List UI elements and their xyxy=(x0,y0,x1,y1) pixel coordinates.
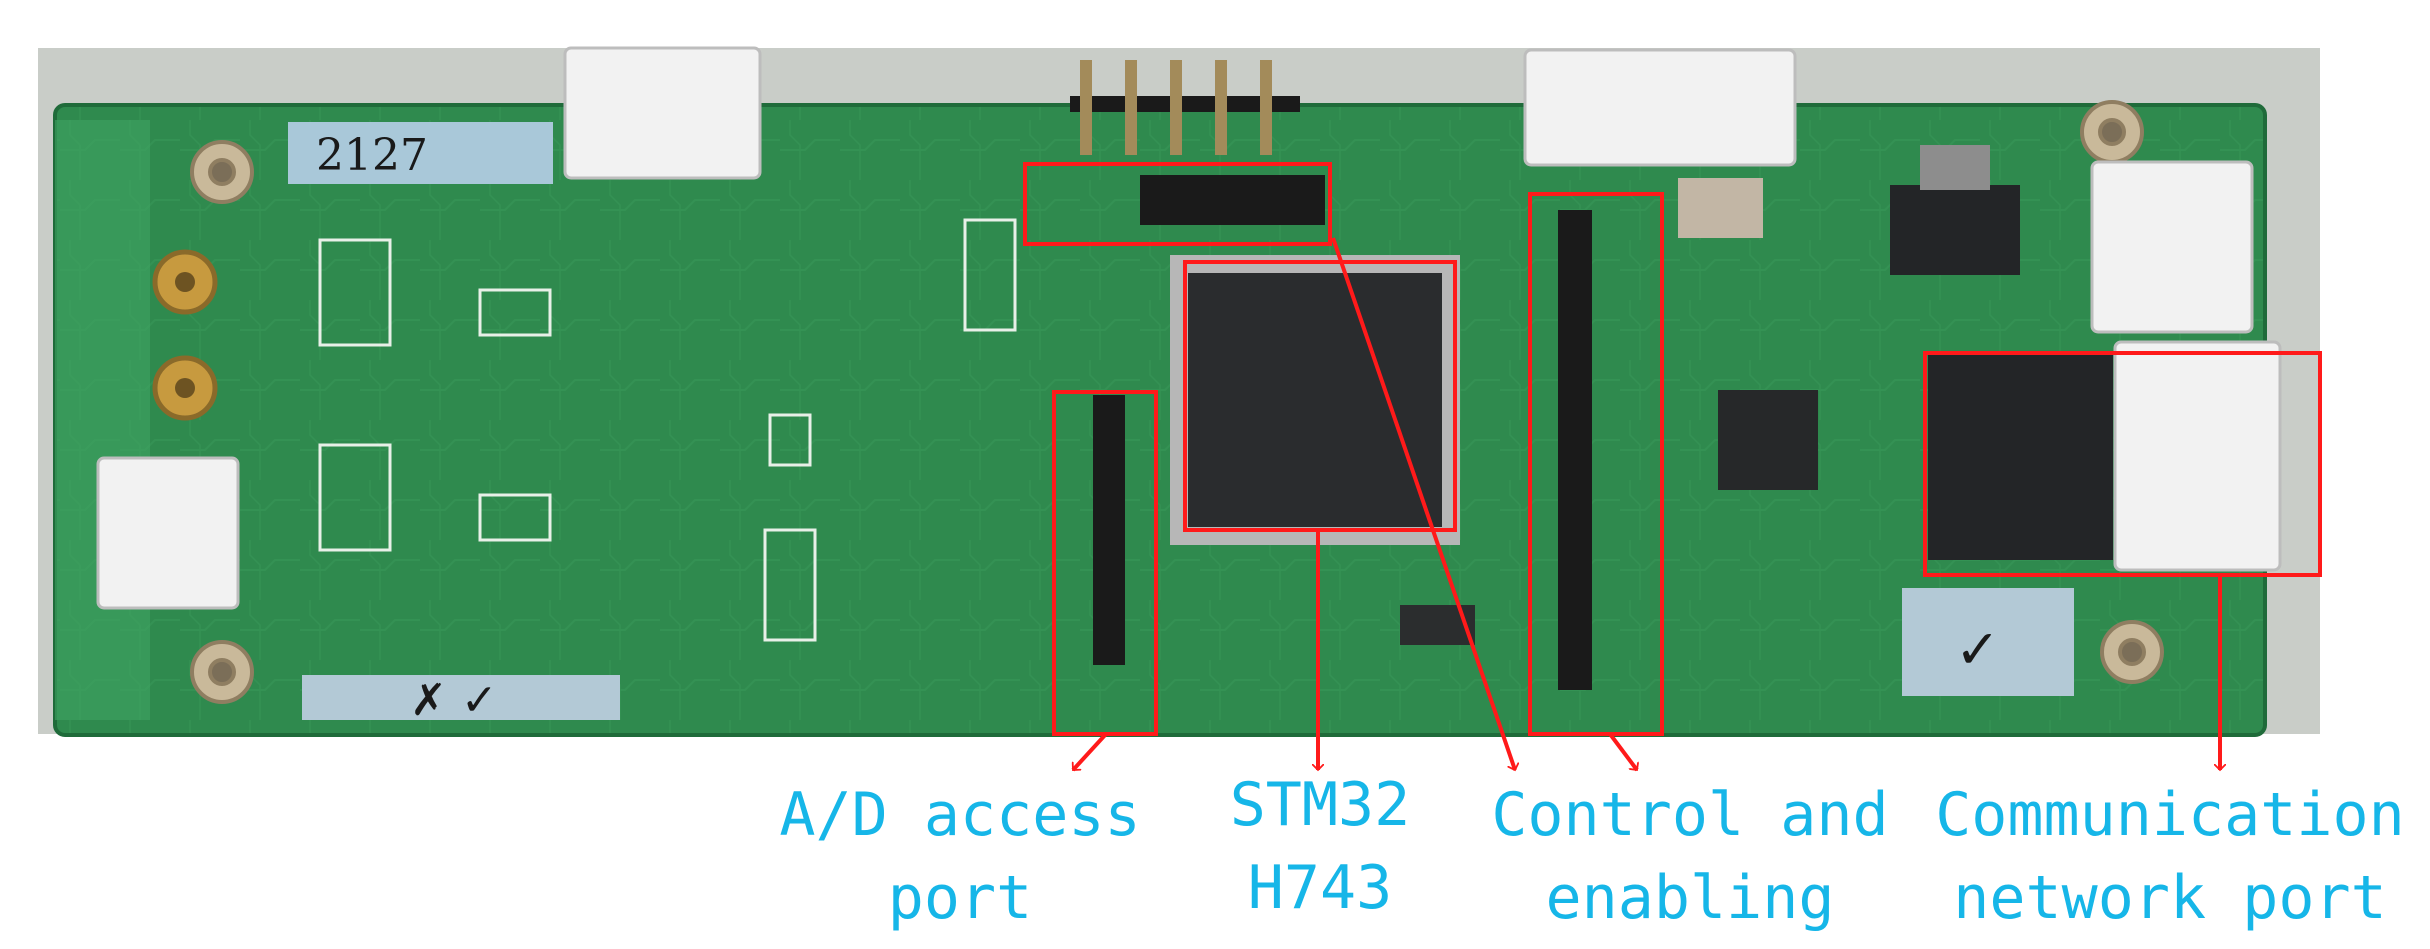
callout-box-comm xyxy=(1923,351,2322,577)
stm32-chip xyxy=(1170,255,1460,545)
label-control-line1: Control and xyxy=(1491,780,1888,850)
arrow-control xyxy=(1608,732,1637,772)
pcb-board xyxy=(53,103,2267,737)
sticker-top-text: 2127 xyxy=(316,130,428,181)
sticker-right-text: ✓ xyxy=(1955,618,2000,681)
mounting-holes xyxy=(190,100,2164,704)
label-ad-line1: A/D access xyxy=(779,780,1140,850)
callout-labels: A/D access port STM32 H743 Control and e… xyxy=(779,770,2404,933)
tact-button xyxy=(1678,178,1763,238)
arrow-p3-header xyxy=(1331,237,1515,770)
callout-box-control xyxy=(1528,192,1664,736)
qfn-chip xyxy=(1718,390,1818,490)
label-control-line2: enabling xyxy=(1546,863,1835,933)
pin-header-top xyxy=(1070,60,1325,225)
voltage-regulator xyxy=(1890,145,2020,275)
label-stm32-line2: H743 xyxy=(1248,853,1393,923)
label-comm-line2: network port xyxy=(1953,863,2386,933)
sticker-right: ✓ xyxy=(1902,588,2074,696)
sticker-bottom-text: ✗ ✓ xyxy=(410,675,498,726)
callout-arrows xyxy=(1071,237,2220,772)
arrow-ad xyxy=(1071,732,1108,772)
callout-box-p3-header xyxy=(1023,162,1332,246)
sticker-top: 2127 xyxy=(288,122,553,184)
white-connectors xyxy=(96,46,2282,610)
sticker-bottom: ✗ ✓ xyxy=(302,675,620,726)
pin-header-control xyxy=(1558,210,1592,690)
label-ad-line2: port xyxy=(888,863,1033,933)
label-stm32-line1: STM32 xyxy=(1230,770,1411,840)
label-comm-line1: Communication xyxy=(1935,780,2405,850)
pin-header-ad xyxy=(1093,395,1125,665)
network-chip xyxy=(1928,355,2113,560)
sma-connectors xyxy=(152,249,218,421)
